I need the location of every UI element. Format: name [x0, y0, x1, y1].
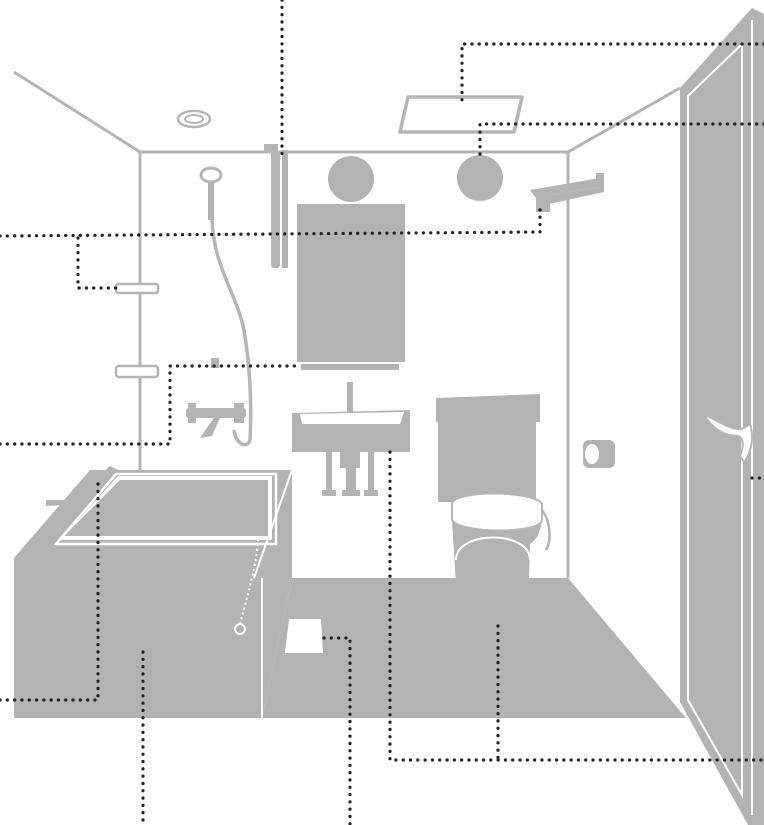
paper-holder — [583, 440, 615, 468]
bathtub — [14, 470, 292, 718]
leader-towel-rack-shelf — [0, 204, 540, 236]
wall-lamp-right — [457, 155, 503, 201]
towel-rail — [264, 144, 288, 268]
shower-head — [201, 168, 221, 220]
mirror — [297, 204, 405, 370]
wall-shelf — [116, 284, 158, 293]
basin-faucet — [347, 382, 353, 412]
shower-faucet — [186, 358, 246, 438]
ceiling-vent — [178, 111, 210, 127]
ceiling-light — [400, 97, 522, 132]
wall-lamp-left — [328, 156, 374, 202]
washbasin — [292, 382, 410, 496]
floor-drain-cover — [286, 620, 322, 652]
door — [680, 8, 764, 825]
leader-wall-shelf — [78, 238, 118, 288]
soap-dish — [116, 366, 158, 377]
